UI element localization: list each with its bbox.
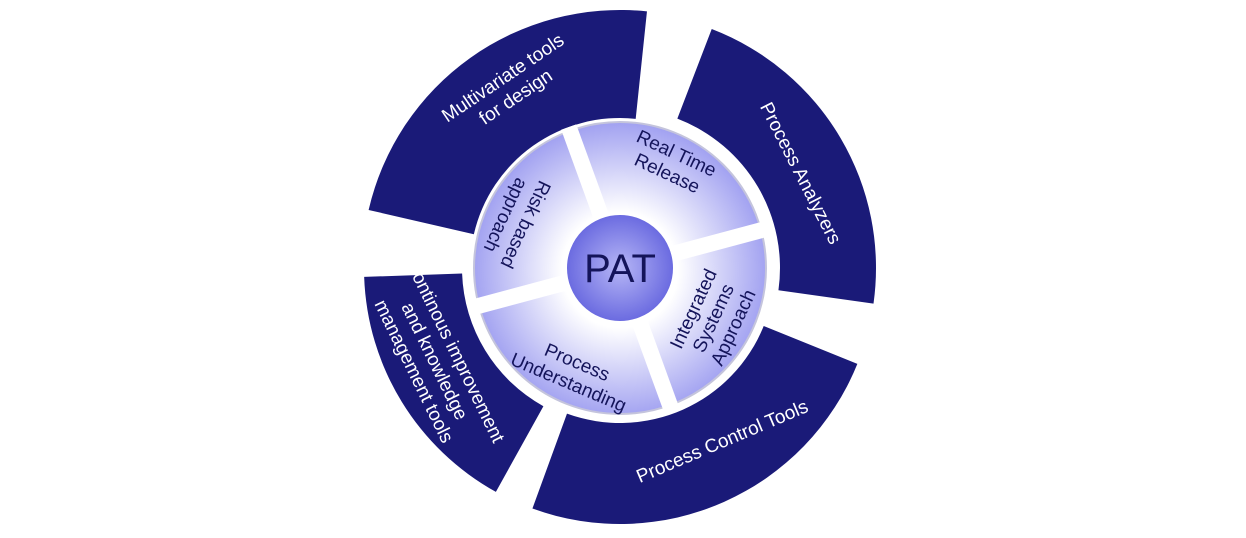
outer-segment-continuous-improvement bbox=[364, 273, 544, 492]
center-circle bbox=[565, 213, 675, 323]
inner-separator bbox=[666, 221, 767, 263]
center-group: PAT bbox=[565, 213, 675, 323]
inner-separator bbox=[561, 124, 611, 224]
outer-segment-process-analyzers bbox=[677, 29, 877, 304]
outer-ring bbox=[364, 9, 877, 525]
inner-separator bbox=[629, 312, 679, 412]
outer-segment-multivariate-tools bbox=[368, 9, 647, 235]
outer-segment-process-control-tools bbox=[532, 326, 858, 525]
inner-ring bbox=[473, 124, 767, 412]
inner-separator bbox=[473, 273, 574, 315]
center-label: PAT bbox=[584, 247, 656, 291]
